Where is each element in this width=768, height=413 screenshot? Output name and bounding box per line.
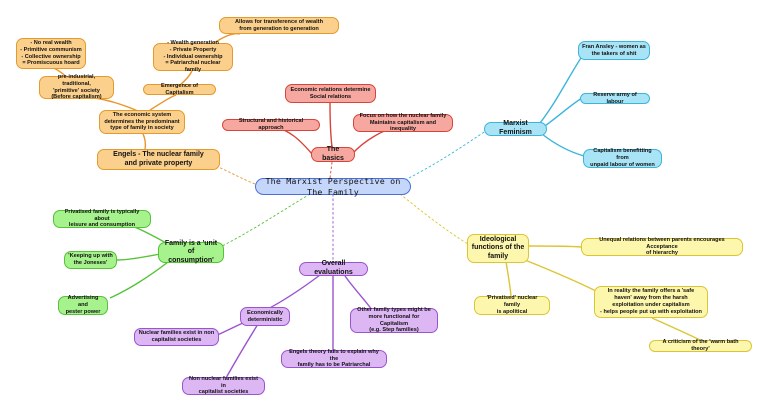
basics-branch[interactable]: The basics — [311, 146, 355, 162]
link-central-feminism — [404, 129, 488, 181]
preindustrial-node[interactable]: pre-industrial, traditional, 'primitive'… — [39, 74, 114, 100]
central-topic[interactable]: The Marxist Perspective on The Family — [255, 176, 411, 197]
fran-ansley-node[interactable]: Fran Ansley - women as the takers of shi… — [578, 41, 650, 60]
link-central-basics — [329, 161, 333, 179]
privatised-family-node[interactable]: Privatised family is typically about lei… — [53, 209, 151, 228]
joneses-node[interactable]: 'Keeping up with the Joneses' — [64, 251, 117, 269]
link-consumption-advertising — [109, 261, 169, 299]
wealth-generation-node[interactable]: - Wealth generation - Private Property -… — [153, 40, 233, 73]
link-economic-emergence — [149, 94, 177, 111]
unpaid-labour-node[interactable]: Capitalism benefitting from unpaid labou… — [583, 148, 662, 168]
feminism-branch[interactable]: Marxist Feminism — [484, 120, 547, 136]
link-evaluations-other — [344, 275, 373, 311]
link-ideological-unequal — [527, 245, 583, 248]
link-consumption-joneses — [116, 253, 161, 261]
link-evaluations-deterministic — [265, 274, 321, 311]
link-safehaven-warmbath — [651, 317, 701, 341]
economic-relations-node[interactable]: Economic relations determine Social rela… — [285, 84, 376, 103]
economic-system-node[interactable]: The economic system determines the predo… — [99, 110, 185, 134]
link-deterministic-noncapitalist — [214, 321, 246, 337]
link-central-ideological — [399, 193, 469, 245]
link-central-consumption — [221, 193, 311, 247]
non-capitalist-node[interactable]: Nuclear families exist in non capitalist… — [134, 328, 219, 346]
apolitical-node[interactable]: 'Privatised' nuclear family is apolitica… — [474, 295, 550, 315]
link-emergence-generation — [179, 70, 193, 86]
consumption-branch[interactable]: Family is a 'unit of consumption' — [158, 240, 224, 264]
patriarchal-node[interactable]: Engels theory fails to explain why the f… — [281, 349, 387, 368]
link-basics-economic — [329, 102, 333, 148]
warm-bath-node[interactable]: A criticism of the 'warm bath theory' — [649, 339, 752, 352]
link-engels-economic — [142, 133, 147, 151]
transference-node[interactable]: Allows for transference of wealth from g… — [219, 17, 339, 34]
non-nuclear-node[interactable]: Non nuclear families exist in capitalist… — [182, 376, 265, 395]
reserve-army-node[interactable]: Reserve army of labour — [580, 92, 650, 105]
link-ideological-safehaven — [519, 257, 599, 293]
unequal-relations-node[interactable]: Unequal relations between parents encour… — [581, 237, 743, 256]
ideological-branch[interactable]: Ideological functions of the family — [467, 234, 529, 263]
no-real-wealth-node[interactable]: - No real wealth - Primitive communism -… — [16, 38, 86, 69]
link-deterministic-nonnuclear — [225, 323, 259, 379]
engels-branch[interactable]: Engels - The nuclear family and private … — [97, 149, 220, 170]
structural-approach-node[interactable]: Structural and historical approach — [222, 118, 320, 131]
other-family-types-node[interactable]: Other family types might be more functio… — [350, 307, 438, 333]
link-feminism-unpaid — [541, 133, 585, 157]
deterministic-node[interactable]: Economically deterministic — [240, 307, 290, 326]
evaluations-branch[interactable]: Overall evaluations — [299, 260, 368, 276]
focus-nuclear-family-node[interactable]: Focus on how the nuclear family Maintain… — [353, 113, 453, 132]
safe-haven-node[interactable]: In reality the family offers a 'safe hav… — [594, 286, 708, 318]
emergence-capitalism-node[interactable]: Emergence of Capitalism — [143, 83, 216, 96]
advertising-node[interactable]: Advertising and pester power — [58, 295, 108, 315]
link-ideological-apolitical — [505, 261, 512, 297]
link-feminism-reserve — [544, 97, 583, 127]
